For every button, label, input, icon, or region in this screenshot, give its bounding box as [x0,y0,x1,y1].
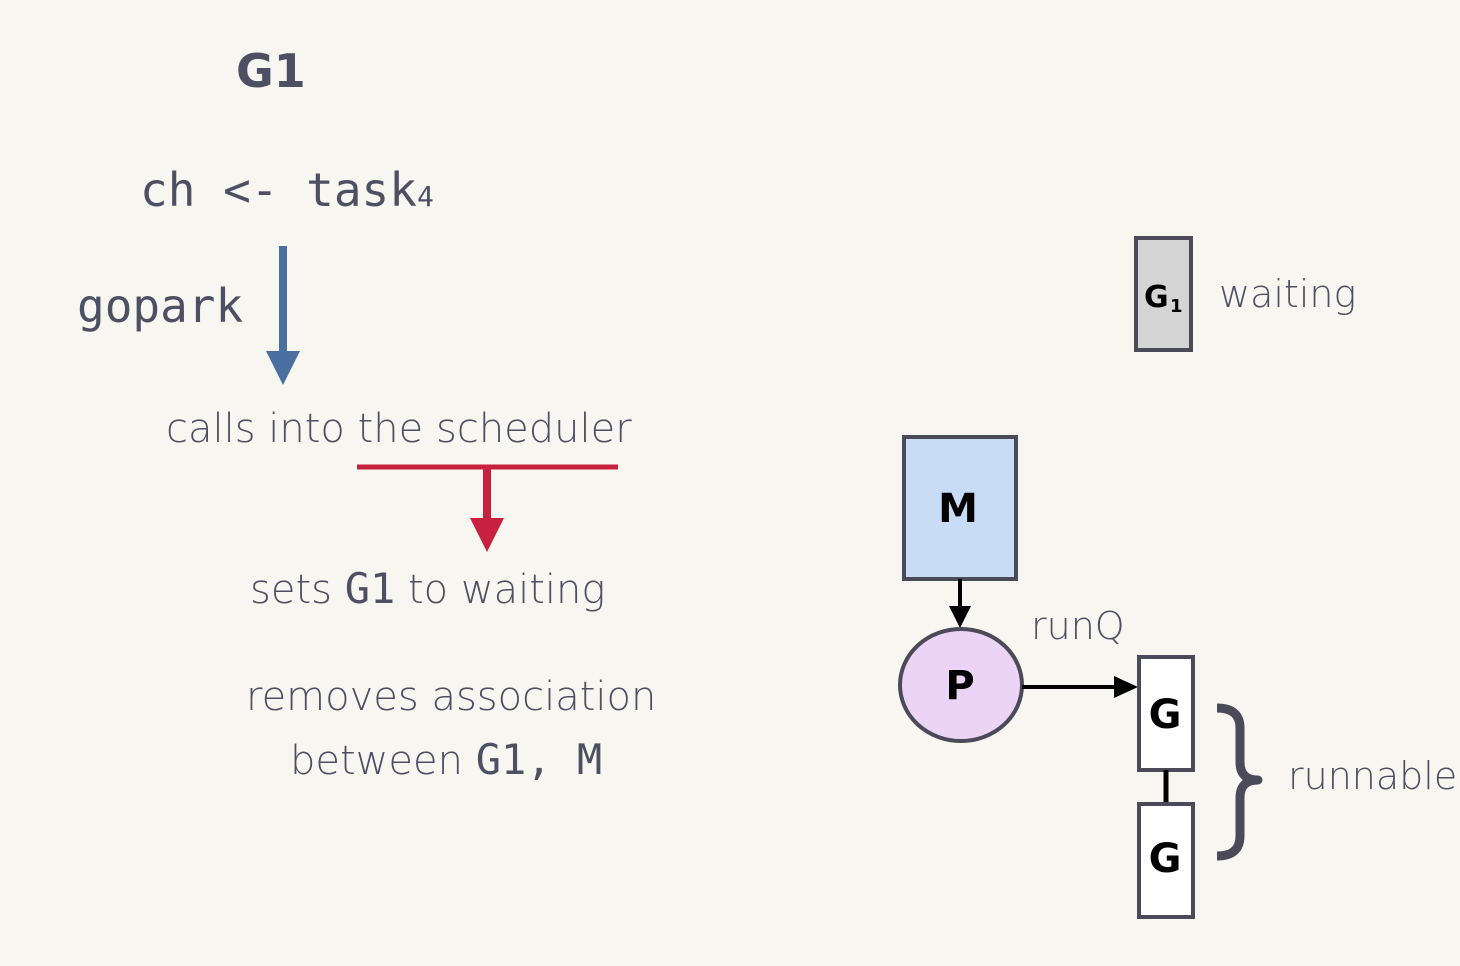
scheduler-arrow [357,464,618,552]
sets-waiting-text: sets G1 to waiting [250,564,605,613]
waiting-g-letter: G [1144,280,1169,315]
channel-send-prefix: ch <- task [140,163,417,217]
runq-label: runQ [1031,604,1125,648]
sets-suffix: to waiting [395,567,606,613]
p-to-runq-arrow [1022,676,1138,698]
m-label: M [938,486,978,532]
gopark-label: gopark [77,279,244,333]
p-label: P [945,663,974,709]
machine-m-box: M [902,435,1018,581]
run-queue: G G [1137,655,1195,919]
runnable-label: runnable [1288,754,1458,798]
waiting-goroutine-box: G 1 [1134,236,1193,352]
sets-prefix: sets [250,567,345,613]
queue-g-box-2 [1137,802,1195,919]
m-to-p-arrow [949,579,971,628]
removes-code: G1, M [475,735,603,784]
task-subscript: 4 [416,180,434,213]
runnable-brace [1216,703,1263,861]
sets-goroutine: G1 [344,564,396,613]
removes-association-line1: removes association [246,674,657,720]
queue-g-label-1: G [1149,692,1182,738]
waiting-label: waiting [1219,272,1357,316]
gopark-arrow [266,246,300,385]
waiting-g-subscript: 1 [1170,296,1183,317]
calls-scheduler-text: calls into the scheduler [166,406,632,452]
removes-between: between [290,738,476,784]
removes-association-line2: between G1, M [290,735,602,784]
queue-g-box-1 [1137,655,1195,772]
processor-p-circle: P [898,627,1024,743]
channel-send-code: ch <- task4 [140,163,434,217]
queue-g-label-2: G [1149,836,1182,882]
goroutine-title: G1 [236,44,306,98]
